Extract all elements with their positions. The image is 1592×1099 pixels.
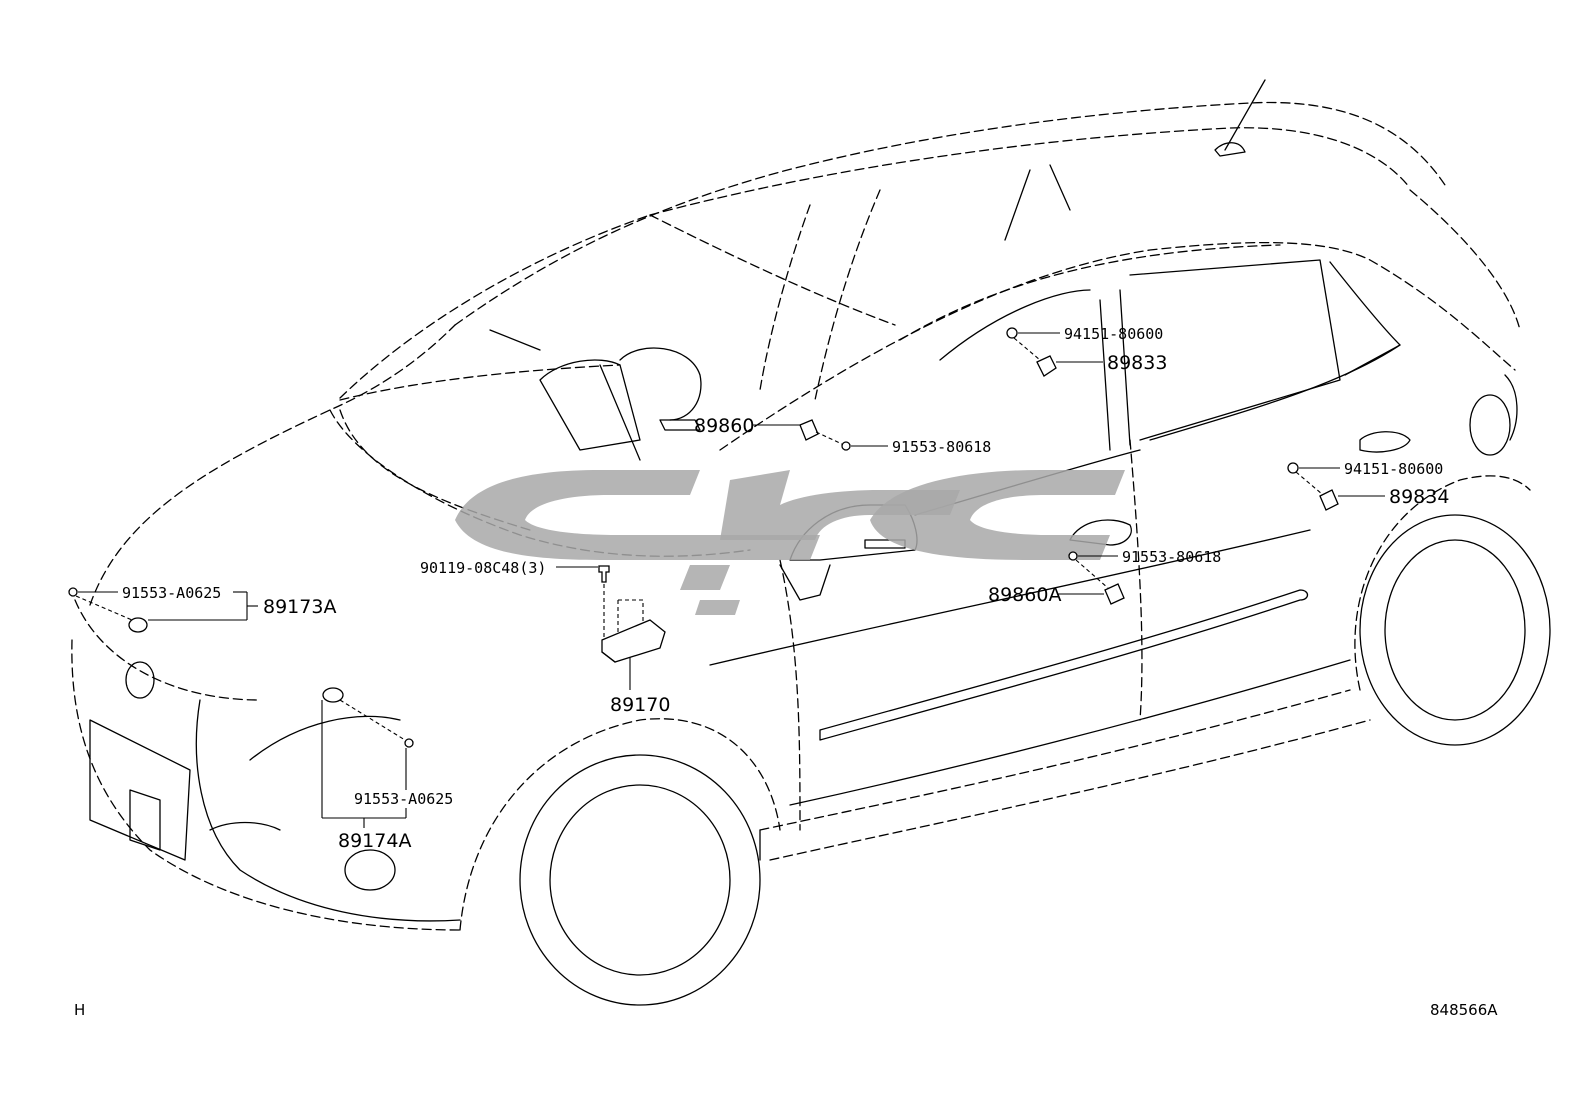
label-91553-a0625-lower: 91553-A0625 <box>354 790 453 808</box>
bolt-90119-icon <box>598 565 610 583</box>
label-89833: 89833 <box>1107 352 1167 374</box>
sensor-89834-icon <box>1319 489 1339 511</box>
label-91553-80618-door: 91553-80618 <box>1122 548 1221 566</box>
label-91553-a0625-left: 91553-A0625 <box>122 584 221 602</box>
parts <box>68 327 1339 748</box>
bolt-91553-80618-door-icon <box>1068 551 1078 561</box>
label-89860a: 89860A <box>988 584 1061 606</box>
label-89860: 89860 <box>694 415 754 437</box>
watermark-logo <box>455 470 1125 615</box>
label-94151-80600-upper: 94151-80600 <box>1064 325 1163 343</box>
label-89174a: 89174A <box>338 830 411 852</box>
label-94151-80600-rear: 94151-80600 <box>1344 460 1443 478</box>
sensor-89833-icon <box>1036 355 1057 377</box>
sensor-89174a-icon <box>322 687 344 703</box>
label-91553-80618-upper: 91553-80618 <box>892 438 991 456</box>
label-89170: 89170 <box>610 694 670 716</box>
ecu-89170-icon <box>601 619 666 663</box>
label-90119-08c48: 90119-08C48(3) <box>420 559 546 577</box>
clip-94151-rear-icon <box>1287 462 1299 474</box>
bolt-91553-a0625-left-icon <box>68 587 78 597</box>
label-89834: 89834 <box>1389 486 1449 508</box>
car-outline <box>71 101 1531 931</box>
leader-lines <box>75 332 1385 828</box>
label-89173a: 89173A <box>263 596 336 618</box>
corner-mark-left: H <box>74 1001 85 1019</box>
sensor-89860a-icon <box>1104 583 1125 605</box>
part-labels: 94151-80600 89833 89860 91553-80618 9415… <box>122 325 1449 852</box>
car-body-detail <box>89 79 1551 1006</box>
figure-code: 848566A <box>1430 1001 1498 1019</box>
bolt-91553-80618-upper-icon <box>841 441 851 451</box>
bolt-91553-a0625-lower-icon <box>404 738 414 748</box>
sensor-89860-icon <box>799 419 819 441</box>
sensor-89173a-icon <box>128 617 148 633</box>
clip-94151-upper-icon <box>1006 327 1018 339</box>
